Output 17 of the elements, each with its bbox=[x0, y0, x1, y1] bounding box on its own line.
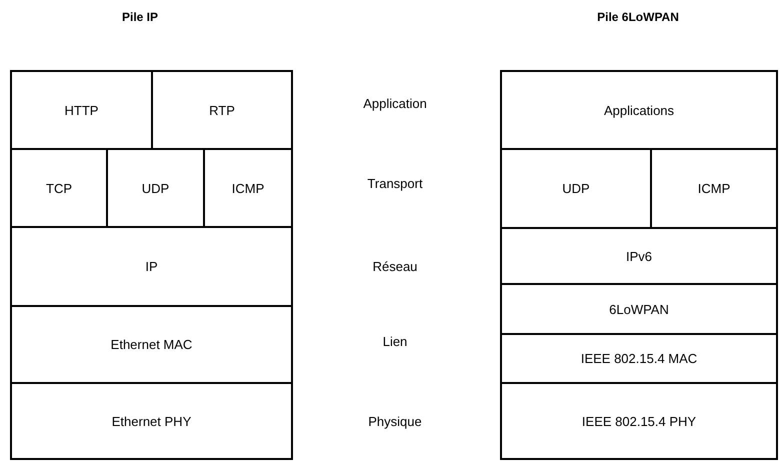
protocol-layer: IEEE 802.15.4 MAC bbox=[500, 333, 778, 384]
layer-name: Transport bbox=[367, 176, 423, 191]
protocol-layer: Applications bbox=[500, 70, 778, 150]
stack-heading: Pile IP bbox=[122, 10, 158, 24]
layer-name: Lien bbox=[382, 334, 408, 349]
protocol-layer: IEEE 802.15.4 PHY bbox=[500, 382, 778, 460]
protocol-layer: Ethernet PHY bbox=[10, 382, 293, 460]
protocol-layer: Ethernet MAC bbox=[10, 305, 293, 384]
layer-name: Réseau bbox=[372, 259, 418, 274]
protocol-layer: IPv6 bbox=[500, 227, 778, 285]
layer-name: Application bbox=[363, 96, 427, 111]
protocol-layer: HTTP bbox=[10, 70, 153, 150]
protocol-layer: IP bbox=[10, 226, 293, 307]
layer-name: Physique bbox=[368, 414, 422, 429]
stack-heading: Pile 6LoWPAN bbox=[597, 10, 679, 24]
protocol-layer: 6LoWPAN bbox=[500, 283, 778, 335]
protocol-layer: RTP bbox=[151, 70, 293, 150]
